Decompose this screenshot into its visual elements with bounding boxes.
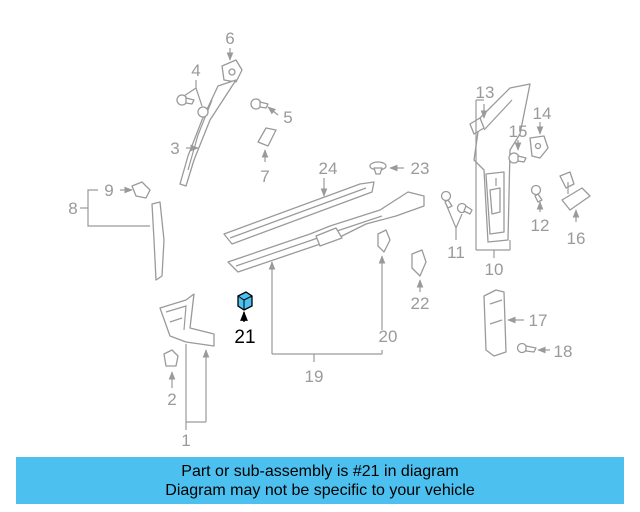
part-19-scuff-plate — [227, 191, 425, 273]
label-5: 5 — [283, 108, 292, 127]
part-6-clip — [221, 48, 243, 83]
part-labels: 1 2 3 4 5 6 7 8 9 10 11 12 13 14 15 16 1… — [68, 29, 585, 450]
part-16-cover — [559, 171, 591, 222]
label-17: 17 — [529, 311, 548, 330]
label-24: 24 — [319, 159, 338, 178]
label-14: 14 — [533, 104, 552, 123]
banner-line-part-info: Part or sub-assembly is #21 in diagram — [181, 462, 459, 480]
part-5-bolt — [250, 98, 279, 116]
part-8-9-pillar-trim — [80, 181, 165, 281]
part-24-sill-plate — [223, 178, 375, 245]
label-10: 10 — [485, 260, 504, 279]
label-19: 19 — [305, 367, 324, 386]
label-13: 13 — [476, 83, 495, 102]
part-22-clip — [411, 249, 427, 292]
label-20: 20 — [379, 327, 398, 346]
label-21-highlighted: 21 — [234, 327, 255, 348]
part-15-bolt — [508, 140, 527, 164]
label-8: 8 — [68, 199, 77, 218]
label-18: 18 — [554, 342, 573, 361]
part-11-screws — [440, 190, 473, 240]
label-7: 7 — [260, 167, 269, 186]
part-7-clip — [257, 127, 277, 162]
part-17-lower-pillar-trim — [483, 289, 524, 357]
label-3: 3 — [170, 139, 179, 158]
info-banner: Part or sub-assembly is #21 in diagram D… — [16, 457, 624, 504]
label-22: 22 — [411, 294, 430, 313]
part-18-bolt — [516, 342, 550, 354]
part-10-b-pillar-trim — [469, 83, 531, 258]
part-14-bracket — [529, 122, 549, 159]
part-3-a-pillar-trim — [179, 79, 237, 187]
label-23: 23 — [411, 159, 430, 178]
part-20-clip — [377, 229, 391, 330]
label-11: 11 — [447, 243, 465, 262]
label-1: 1 — [181, 431, 190, 450]
part-19-leader — [268, 261, 383, 362]
label-15: 15 — [509, 122, 528, 141]
label-4: 4 — [191, 61, 200, 80]
label-12: 12 — [531, 216, 550, 235]
label-9: 9 — [104, 181, 113, 200]
part-4-screws — [176, 80, 209, 118]
part-21-clip-highlighted[interactable] — [237, 291, 253, 322]
part-12-screw — [530, 184, 544, 212]
part-23-clip — [369, 161, 404, 175]
label-2: 2 — [167, 390, 176, 409]
banner-line-disclaimer: Diagram may not be specific to your vehi… — [165, 481, 475, 499]
part-1-lower-trim — [159, 293, 215, 430]
label-16: 16 — [567, 229, 586, 248]
label-6: 6 — [225, 29, 234, 48]
